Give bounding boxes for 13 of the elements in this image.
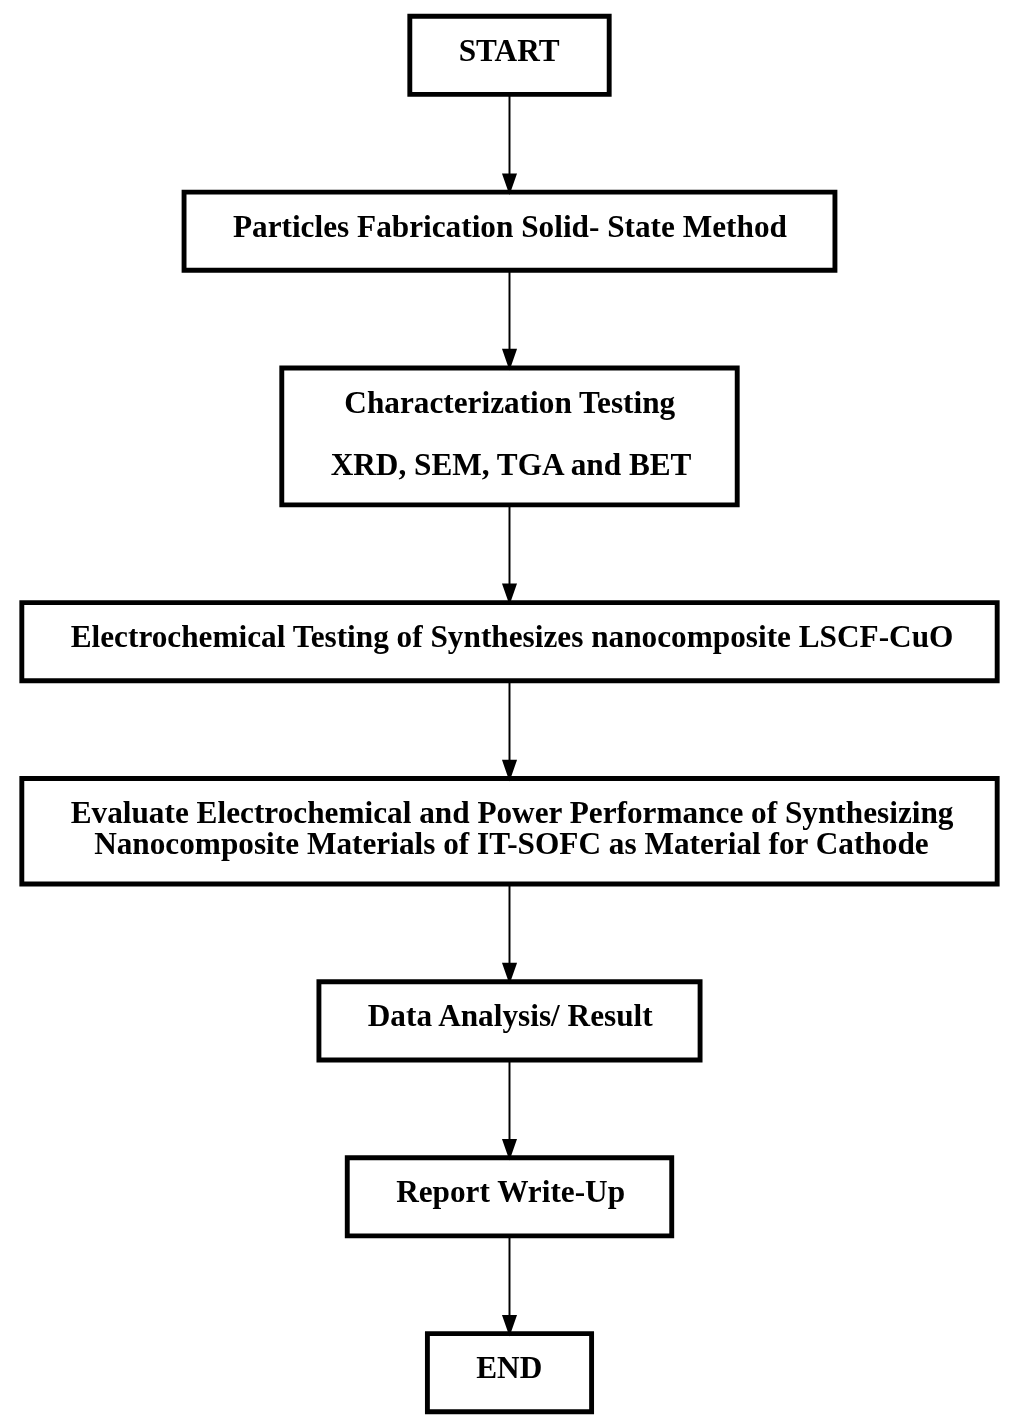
arrow [501,93,517,195]
node-box: END [424,1331,594,1415]
node-box: START [406,13,612,97]
node-box: Characterization Testing XRD, SEM, TGA and BET [278,365,740,508]
arrow [501,1059,517,1161]
node-box: Report Write-Up [344,1155,674,1239]
node-box: Electrochemical Testing of Synthesizes nanocomposite LSCF-CuO [18,600,1000,684]
arrow [501,270,517,371]
node-box: Data Analysis/ Result [315,979,703,1063]
arrow [501,680,517,782]
node-box: Evaluate Electrochemical and Power Performance of Synthesizing Nanocomposite Materials of IT-SOFC as Material for Cathode [18,776,1000,887]
arrow [501,1235,517,1337]
node-box: Particles Fabrication Solid- State Method [181,189,837,273]
